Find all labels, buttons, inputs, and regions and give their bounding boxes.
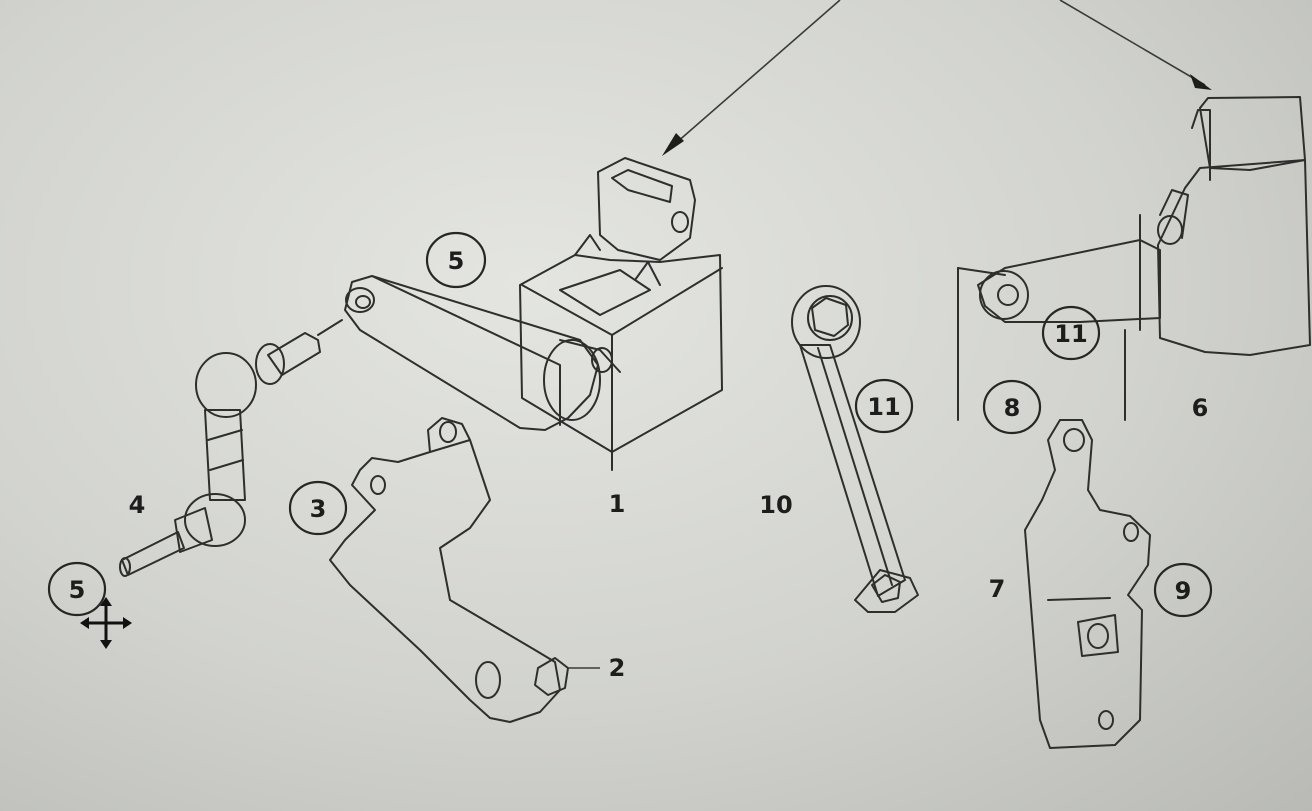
callout-9-label: 9 <box>1175 577 1192 605</box>
callout-5-top: 5 <box>425 231 487 289</box>
callout-3: 3 <box>288 480 348 536</box>
leader-arrowhead-sensor <box>662 133 684 156</box>
callout-3-label: 3 <box>310 495 327 523</box>
leader-arrowhead-assembly <box>1190 74 1212 90</box>
leader-line-sensor <box>667 0 841 151</box>
callout-8-label: 8 <box>1004 394 1021 422</box>
connecting-rod-part-10 <box>791 285 919 613</box>
callout-8: 8 <box>982 379 1042 435</box>
move-cursor-icon[interactable] <box>80 597 132 649</box>
height-sensor-part-1 <box>519 157 723 471</box>
part-number-1: 1 <box>609 490 626 518</box>
part-number-7: 7 <box>989 575 1006 603</box>
callout-11-right: 11 <box>1041 305 1101 361</box>
callout-11-mid: 11 <box>854 378 914 434</box>
lever-arm-part-5 <box>317 275 613 431</box>
callout-5-left: 5 <box>47 561 107 617</box>
callout-5-left-label: 5 <box>69 576 86 604</box>
callout-11-mid-label: 11 <box>867 393 900 421</box>
sensor-assembly-part-6 <box>957 96 1311 421</box>
mounting-plate-part-7 <box>1024 419 1151 749</box>
callout-9: 9 <box>1153 562 1213 618</box>
part-number-6: 6 <box>1192 394 1209 422</box>
part-number-2: 2 <box>609 654 626 682</box>
bracket-part-2 <box>329 417 569 723</box>
part-number-4: 4 <box>129 491 146 519</box>
part-number-10: 10 <box>759 491 792 519</box>
linkage-rod-part-4 <box>119 332 321 577</box>
leader-line-assembly <box>1059 0 1206 86</box>
callout-5-top-label: 5 <box>448 247 465 275</box>
callout-11-right-label: 11 <box>1054 320 1087 348</box>
